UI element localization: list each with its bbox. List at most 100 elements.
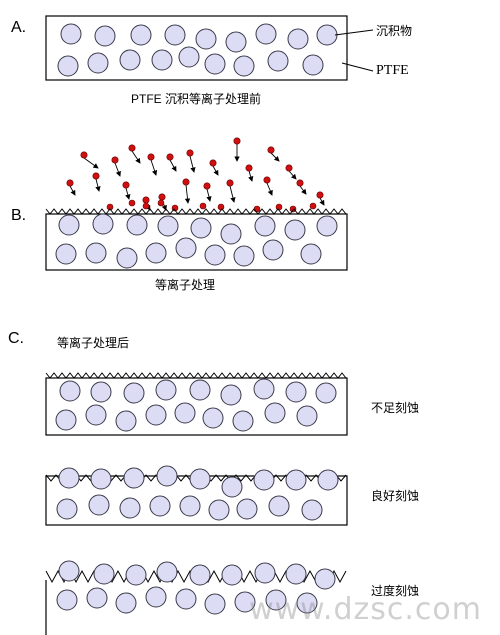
ion-trajectory bbox=[169, 159, 177, 172]
deposit-particle bbox=[234, 591, 256, 613]
deposit-particle bbox=[255, 23, 277, 45]
ion-particle bbox=[285, 164, 293, 172]
deposit-particle bbox=[130, 24, 152, 46]
ion-particle bbox=[186, 149, 194, 157]
deposit-particle bbox=[123, 382, 145, 404]
deposit-particle bbox=[174, 402, 196, 424]
deposit-particle bbox=[155, 379, 177, 401]
ion-trajectory bbox=[131, 150, 141, 164]
ion-particle bbox=[309, 202, 317, 210]
ion-particle bbox=[296, 179, 304, 187]
deposit-particle bbox=[317, 469, 339, 491]
ion-trajectory bbox=[206, 188, 212, 202]
deposit-particle bbox=[314, 568, 336, 590]
deposit-particle bbox=[90, 381, 112, 403]
deposit-particle bbox=[220, 223, 242, 245]
deposit-particle bbox=[56, 498, 78, 520]
deposit-label: 沉积物 bbox=[376, 24, 413, 38]
deposit-particle bbox=[119, 49, 141, 71]
deposit-particle bbox=[151, 49, 173, 71]
deposit-particle bbox=[221, 564, 243, 586]
section-c-letter: C. bbox=[8, 330, 24, 347]
deposit-particle bbox=[302, 54, 324, 76]
ion-trajectory bbox=[270, 152, 280, 162]
deposit-particle bbox=[115, 592, 137, 614]
deposit-particle bbox=[204, 53, 226, 75]
ion-particle bbox=[128, 144, 136, 152]
watermark: www.dzsc.com bbox=[249, 592, 482, 627]
deposit-particle bbox=[88, 494, 110, 516]
deposit-particle bbox=[86, 587, 108, 609]
ion-particle bbox=[128, 199, 136, 207]
plasma-ions bbox=[66, 137, 325, 213]
ion-particle bbox=[142, 202, 150, 210]
deposit-particle bbox=[87, 52, 109, 74]
deposit-particle bbox=[254, 562, 276, 584]
deposit-particle bbox=[116, 247, 138, 269]
deposit-particle bbox=[316, 24, 338, 46]
deposit-particle bbox=[55, 409, 77, 431]
ion-trajectory bbox=[114, 162, 121, 177]
deposit-particle bbox=[125, 564, 147, 586]
deposit-particle bbox=[204, 593, 226, 615]
deposit-particle bbox=[202, 407, 224, 429]
ion-particle bbox=[166, 153, 174, 161]
deposit-particle bbox=[58, 560, 80, 582]
ion-particle bbox=[275, 203, 283, 211]
ion-particle bbox=[122, 181, 130, 189]
deposit-particle bbox=[233, 55, 255, 77]
ion-particle bbox=[147, 153, 155, 161]
ion-particle bbox=[263, 176, 271, 184]
deposit-particle bbox=[57, 55, 79, 77]
deposit-particle bbox=[145, 586, 167, 608]
section-b-caption: 等离子处理 bbox=[155, 278, 216, 292]
ion-particle bbox=[289, 205, 297, 213]
deposit-particle bbox=[157, 215, 179, 237]
deposit-particle bbox=[190, 217, 212, 239]
section-a-letter: A. bbox=[11, 19, 27, 36]
ion-particle bbox=[142, 196, 150, 204]
deposit-particle bbox=[90, 468, 112, 490]
deposit-particle bbox=[204, 244, 226, 266]
ion-trajectory bbox=[189, 155, 196, 173]
deposit-particle bbox=[123, 467, 145, 489]
ptfe-label: PTFE bbox=[376, 63, 409, 78]
ion-particle bbox=[217, 203, 225, 211]
deposit-particle bbox=[208, 499, 230, 521]
ion-particle bbox=[66, 179, 74, 187]
section-a-caption: PTFE 沉积等离子处理前 bbox=[131, 92, 262, 106]
rough-surface-c1 bbox=[45, 372, 347, 379]
ion-particle bbox=[245, 164, 253, 172]
ptfe-pointer-line bbox=[341, 62, 374, 72]
deposit-particle bbox=[189, 379, 211, 401]
deposit-particle bbox=[315, 382, 337, 404]
deposit-particle bbox=[287, 28, 309, 50]
ion-trajectory bbox=[69, 185, 76, 196]
ion-trajectory bbox=[125, 187, 131, 200]
deposit-particle bbox=[301, 499, 323, 521]
deposit-particle bbox=[225, 31, 247, 53]
result-label-excessive: 过度刻蚀 bbox=[371, 584, 420, 598]
ion-particle bbox=[158, 193, 166, 201]
deposit-particle bbox=[220, 384, 242, 406]
ion-particle bbox=[233, 137, 241, 145]
deposit-particle bbox=[253, 469, 275, 491]
deposit-particle bbox=[85, 242, 107, 264]
deposit-particle bbox=[316, 215, 338, 237]
deposit-particle bbox=[189, 564, 211, 586]
deposit-particle bbox=[262, 239, 284, 261]
ion-particle bbox=[203, 182, 211, 190]
ion-trajectory bbox=[184, 184, 191, 204]
ion-particle bbox=[80, 151, 88, 159]
deposit-particle bbox=[58, 214, 80, 236]
ion-trajectory bbox=[319, 197, 325, 206]
ion-particle bbox=[209, 159, 217, 167]
ptfe-panel-c1 bbox=[45, 377, 348, 436]
ion-particle bbox=[267, 146, 275, 154]
deposit-pointer-line bbox=[334, 29, 374, 36]
ion-particle bbox=[199, 202, 207, 210]
deposit-particle bbox=[94, 25, 116, 47]
ion-trajectory bbox=[212, 165, 219, 176]
deposit-particle bbox=[156, 561, 178, 583]
